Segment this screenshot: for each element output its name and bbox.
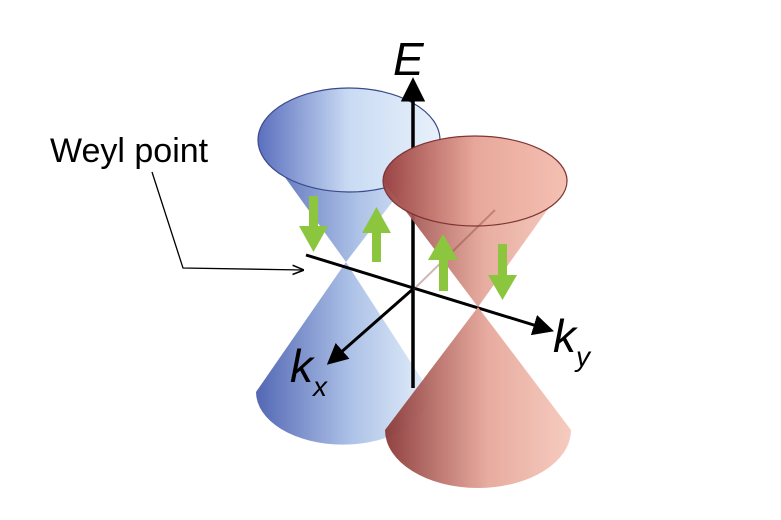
weyl-point-label: Weyl point: [50, 132, 209, 170]
spin-arrow-red-down: [488, 244, 517, 300]
spin-arrow-blue-up: [362, 207, 391, 262]
ky-axis-label: ky: [553, 310, 592, 372]
energy-axis-label: E: [393, 33, 425, 85]
kx-subscript: x: [311, 371, 328, 402]
spin-arrow-blue-down: [299, 196, 328, 252]
ky-subscript: y: [574, 341, 592, 372]
kx-axis: [326, 287, 414, 365]
weyl-point-pointer: [151, 171, 303, 270]
axis-through-cone: [412, 209, 496, 291]
red-upper-cone-rim: [382, 135, 568, 227]
ky-axis: [305, 253, 555, 336]
ky-base: k: [553, 310, 578, 362]
spin-arrow-red-up: [428, 234, 458, 291]
kx-axis-label: kx: [290, 340, 328, 402]
red-lower-cone: [385, 307, 571, 488]
kx-base: k: [290, 340, 315, 392]
